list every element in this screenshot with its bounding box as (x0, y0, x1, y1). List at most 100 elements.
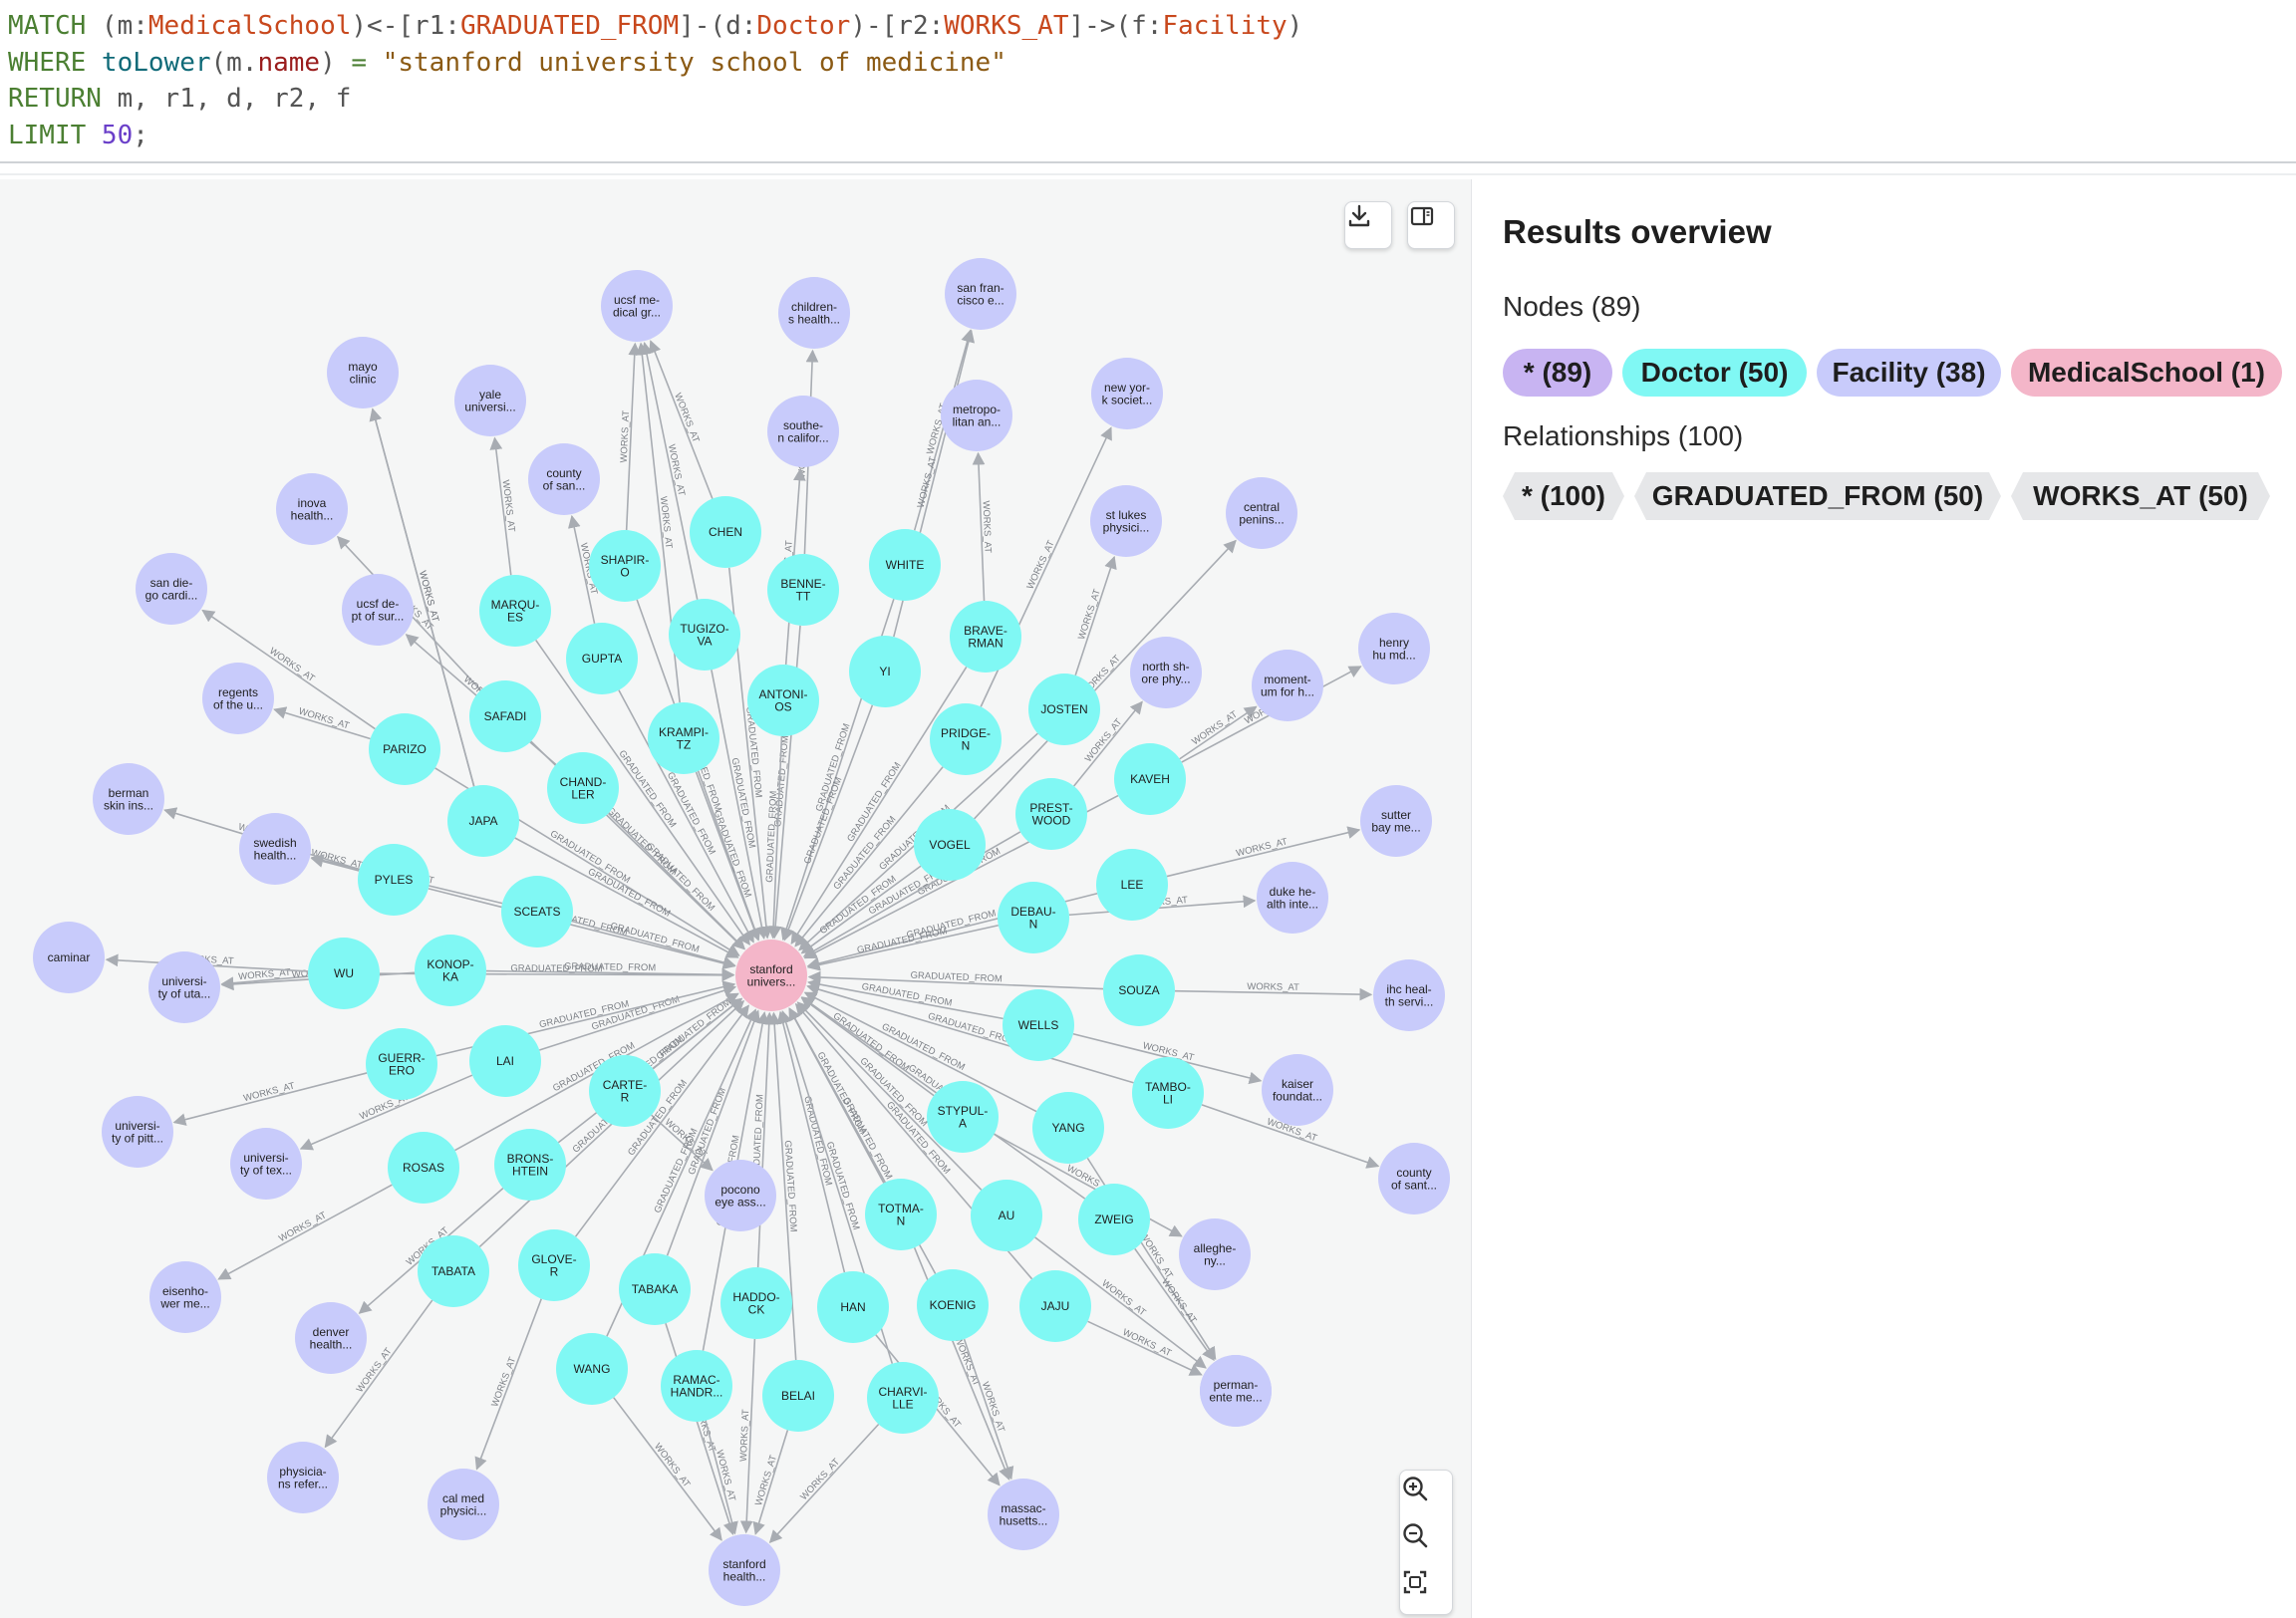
node-circle[interactable] (33, 922, 105, 993)
doctor-node[interactable]: TABAKA (619, 1253, 691, 1325)
zoom-in-button[interactable] (1400, 1474, 1452, 1519)
relationship-edge[interactable] (739, 1338, 756, 1534)
facility-node[interactable]: ucsf me-dical gr... (601, 270, 673, 342)
node-circle[interactable] (1015, 778, 1087, 850)
node-circle[interactable] (494, 1129, 566, 1201)
relationship-edge[interactable] (1073, 700, 1143, 787)
facility-node[interactable]: san die-go cardi... (136, 553, 207, 625)
doctor-node[interactable]: KOENIG (917, 1269, 989, 1341)
node-circle[interactable] (705, 1160, 776, 1231)
node-circle[interactable] (988, 1479, 1059, 1550)
facility-node[interactable]: duke he-alth inte... (1257, 862, 1328, 934)
relationship-edge[interactable] (369, 407, 475, 787)
node-circle[interactable] (1003, 989, 1074, 1061)
node-circle[interactable] (1096, 849, 1168, 921)
relationship-edge[interactable] (1174, 987, 1373, 1001)
node-circle[interactable] (327, 337, 399, 408)
relationship-edge[interactable] (201, 609, 376, 730)
node-circle[interactable] (358, 844, 430, 916)
node-circle[interactable] (1091, 358, 1163, 429)
facility-node[interactable]: physicia-ns refer... (267, 1442, 339, 1513)
node-circle[interactable] (1200, 1355, 1272, 1427)
relationship-edge[interactable] (428, 888, 736, 970)
relationship-edge[interactable] (806, 924, 1000, 971)
node-circle[interactable] (454, 365, 526, 436)
node-circle[interactable] (148, 951, 220, 1023)
node-circle[interactable] (102, 1096, 173, 1168)
fit-to-screen-button[interactable] (1400, 1567, 1452, 1613)
relationship-edge[interactable] (875, 1334, 1001, 1486)
doctor-node[interactable]: WANG (556, 1333, 628, 1405)
relationship-edge[interactable] (807, 970, 1104, 990)
relationship-edge[interactable] (220, 975, 309, 990)
node-circle[interactable] (849, 636, 921, 707)
node-circle[interactable] (295, 1302, 367, 1374)
relationship-edge[interactable] (172, 1072, 368, 1126)
relationship-edge[interactable] (752, 1430, 789, 1535)
node-circle[interactable] (1373, 959, 1445, 1031)
rel-filter-works-at[interactable]: WORKS_AT (50) (2011, 472, 2270, 520)
node-circle[interactable] (927, 1081, 999, 1153)
node-circle[interactable] (1032, 1092, 1104, 1164)
doctor-node[interactable]: GLOVE-R (518, 1229, 590, 1301)
node-circle[interactable] (648, 702, 719, 774)
node-circle[interactable] (950, 601, 1021, 673)
rel-filter-all[interactable]: * (100) (1503, 472, 1624, 520)
doctor-node[interactable]: WU (308, 938, 380, 1009)
facility-node[interactable]: moment-um for h... (1252, 650, 1323, 721)
relationship-edge[interactable] (766, 735, 783, 940)
facility-node[interactable]: inovahealth... (276, 473, 348, 545)
facility-node[interactable]: southe-n califor... (767, 396, 839, 467)
facility-node[interactable]: north sh-ore phy... (1130, 637, 1202, 708)
doctor-node[interactable]: CHAND-LER (547, 752, 619, 824)
doctor-node[interactable]: PREST-WOOD (1015, 778, 1087, 850)
relationship-edge[interactable] (974, 539, 1237, 820)
node-circle[interactable] (778, 277, 850, 349)
node-circle[interactable] (308, 938, 380, 1009)
doctor-node[interactable]: LAI (469, 1025, 541, 1097)
toggle-panel-button[interactable] (1407, 201, 1455, 249)
relationship-edge[interactable] (535, 640, 750, 945)
node-circle[interactable] (767, 554, 839, 626)
relationship-edge[interactable] (539, 984, 737, 1051)
doctor-node[interactable]: STYPUL-A (927, 1081, 999, 1153)
node-circle[interactable] (415, 935, 486, 1006)
relationship-edge[interactable] (807, 977, 1004, 1020)
node-circle[interactable] (1103, 954, 1175, 1026)
relationship-edge[interactable] (1201, 1104, 1380, 1169)
relationship-edge[interactable] (567, 514, 596, 624)
doctor-node[interactable]: TUGIZO-VA (669, 599, 740, 671)
facility-node[interactable]: universi-ty of tex... (230, 1128, 302, 1200)
node-circle[interactable] (589, 530, 661, 602)
node-circle[interactable] (1019, 1270, 1091, 1342)
relationship-edge[interactable] (1034, 1236, 1207, 1369)
relationship-edge[interactable] (767, 1011, 797, 1361)
relationship-edge[interactable] (574, 1004, 749, 1237)
doctor-node[interactable]: CARTE-R (589, 1055, 661, 1127)
doctor-node[interactable]: SHAPIR-O (589, 530, 661, 602)
node-circle[interactable] (661, 1350, 732, 1422)
doctor-node[interactable]: ANTONI-OS (747, 665, 819, 736)
relationship-edge[interactable] (794, 766, 944, 947)
node-circle[interactable] (1179, 1218, 1251, 1290)
node-circle[interactable] (619, 1253, 691, 1325)
node-circle[interactable] (865, 1179, 937, 1250)
node-circle[interactable] (589, 1055, 661, 1127)
doctor-node[interactable]: TABATA (418, 1235, 489, 1307)
doctor-node[interactable]: KONOP-KA (415, 935, 486, 1006)
node-filter-facility[interactable]: Facility (38) (1817, 349, 2001, 397)
node-circle[interactable] (1257, 862, 1328, 934)
relationship-edge[interactable] (613, 1397, 722, 1541)
node-circle[interactable] (369, 713, 440, 785)
node-circle[interactable] (1378, 1143, 1450, 1214)
doctor-node[interactable]: PARIZO (369, 713, 440, 785)
download-button[interactable] (1344, 201, 1392, 249)
node-circle[interactable] (767, 396, 839, 467)
node-circle[interactable] (1078, 1184, 1150, 1255)
zoom-out-button[interactable] (1400, 1520, 1452, 1566)
doctor-node[interactable]: LEE (1096, 849, 1168, 921)
